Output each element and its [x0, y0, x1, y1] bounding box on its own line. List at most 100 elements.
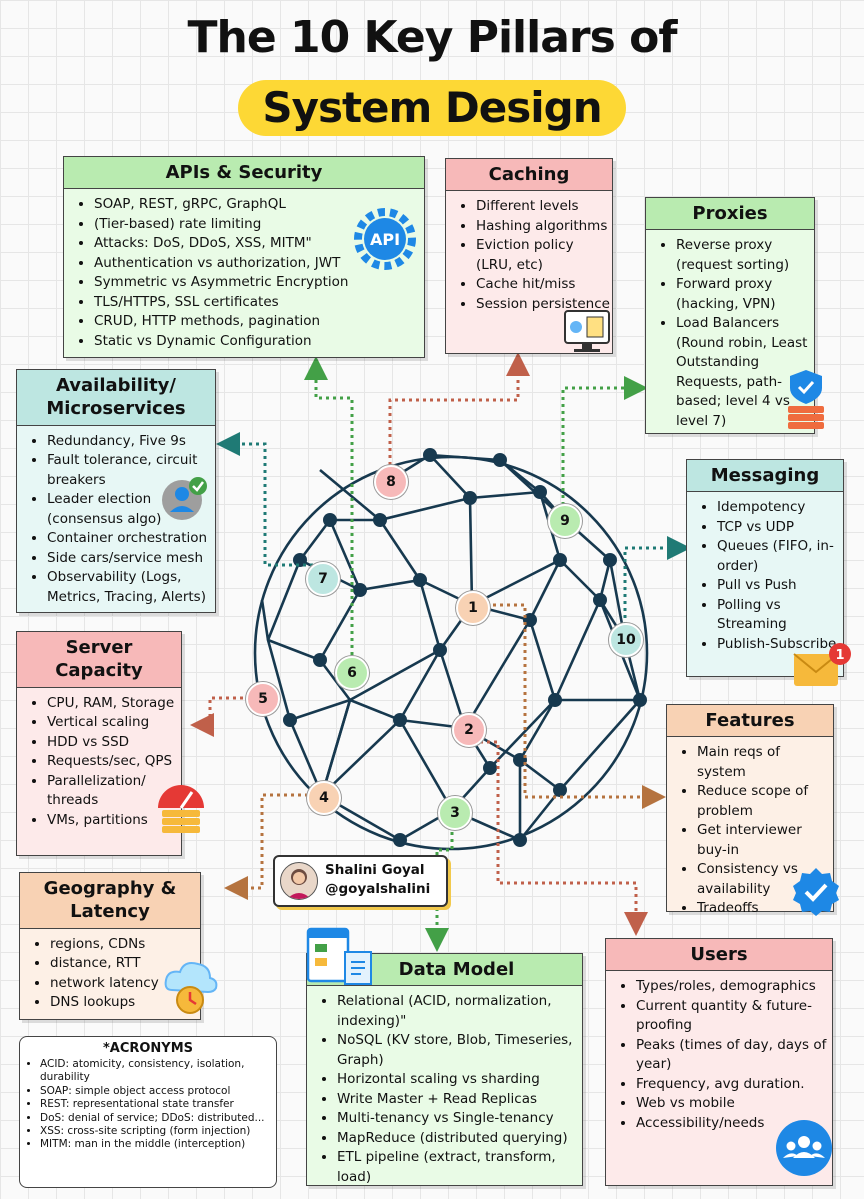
list-item: Peaks (times of day, days of year) — [636, 1036, 832, 1075]
list-item: SOAP: simple object access protocol — [40, 1085, 270, 1098]
list-item: Write Master + Read Replicas — [337, 1090, 582, 1110]
verified-badge-icon — [793, 868, 839, 916]
pillar-node-10: 10 — [609, 623, 643, 657]
acronyms-card: *ACRONYMS ACID: atomicity, consistency, … — [19, 1036, 277, 1188]
list-item: regions, CDNs — [50, 935, 200, 955]
author-badge[interactable]: Shalini Goyal @goyalshalini — [273, 855, 448, 907]
list-item: network latency — [50, 974, 200, 994]
list-item: (Tier-based) rate limiting — [94, 215, 424, 235]
list-item: Consistency vs availability — [697, 860, 833, 899]
acronyms-title: *ACRONYMS — [102, 1041, 194, 1056]
list-item: Parallelization/ threads — [47, 772, 181, 811]
messaging-list: Idempotency TCP vs UDP Queues (FIFO, in-… — [687, 498, 843, 654]
list-item: Get interviewer buy-in — [697, 821, 833, 860]
list-item: Publish-Subscribe — [717, 635, 843, 655]
list-item: Queues (FIFO, in-order) — [717, 537, 843, 576]
list-item: Container orchestration — [47, 529, 215, 549]
list-item: Reverse proxy (request sorting) — [676, 236, 814, 275]
list-item: Pull vs Push — [717, 576, 843, 596]
list-item: Fault tolerance, circuit breakers — [47, 451, 215, 490]
list-item: DoS: denial of service; DDoS: distribute… — [40, 1112, 270, 1125]
list-item: Reduce scope of problem — [697, 782, 833, 821]
list-item: Relational (ACID, normalization, indexin… — [337, 992, 582, 1031]
user-group-icon — [776, 1120, 832, 1176]
list-item: Accessibility/needs — [636, 1114, 832, 1134]
author-handle[interactable]: @goyalshalini — [325, 881, 431, 897]
geography-card: Geography & Latency regions, CDNs distan… — [19, 872, 201, 1020]
list-item: Session persistence — [476, 295, 612, 315]
pillar-node-3: 3 — [438, 796, 472, 830]
page-title-highlight: System Design — [238, 80, 626, 136]
pillar-node-2: 2 — [452, 713, 486, 747]
list-item: Polling vs Streaming — [717, 596, 843, 635]
features-title: Features — [667, 705, 833, 738]
list-item: Requests/sec, QPS — [47, 752, 181, 772]
list-item: Main reqs of system — [697, 743, 833, 782]
availability-title: Availability/ Microservices — [17, 370, 215, 426]
list-item: Different levels — [476, 197, 612, 217]
users-title: Users — [606, 939, 832, 972]
list-item: Authentication vs authorization, JWT — [94, 254, 424, 274]
list-item: Leader election (consensus algo) — [47, 490, 215, 529]
pillar-node-6: 6 — [335, 656, 369, 690]
list-item: Observability (Logs, Metrics, Tracing, A… — [47, 568, 215, 607]
list-item: HDD vs SSD — [47, 733, 181, 753]
pillar-node-9: 9 — [548, 504, 582, 538]
list-item: Idempotency — [717, 498, 843, 518]
cloud-timer-icon — [164, 962, 218, 1014]
list-item: XSS: cross-site scripting (form injectio… — [40, 1125, 270, 1138]
list-item: MapReduce (distributed querying) — [337, 1129, 582, 1149]
list-item: Side cars/service mesh — [47, 549, 215, 569]
proxies-list: Reverse proxy (request sorting) Forward … — [646, 236, 814, 431]
proxies-title: Proxies — [646, 198, 814, 231]
users-list: Types/roles, demographics Current quanti… — [606, 977, 832, 1133]
list-item: distance, RTT — [50, 954, 200, 974]
list-item: TLS/HTTPS, SSL certificates — [94, 293, 424, 313]
list-item: Web vs mobile — [636, 1094, 832, 1114]
list-item: Current quantity & future-proofing — [636, 997, 832, 1036]
pillar-node-4: 4 — [307, 781, 341, 815]
list-item: Tradeoffs — [697, 899, 833, 919]
geography-list: regions, CDNs distance, RTT network late… — [20, 935, 200, 1013]
pillar-node-7: 7 — [306, 562, 340, 596]
list-item: TCP vs UDP — [717, 518, 843, 538]
list-item: ACID: atomicity, consistency, isolation,… — [40, 1058, 270, 1085]
list-item: Static vs Dynamic Configuration — [94, 332, 424, 352]
list-item: DNS lookups — [50, 993, 200, 1013]
cache-monitor-icon — [564, 310, 610, 352]
api-icon-label: API — [370, 230, 400, 249]
server-capacity-card: Server Capacity CPU, RAM, Storage Vertic… — [16, 631, 182, 856]
list-item: Multi-tenancy vs Single-tenancy — [337, 1109, 582, 1129]
api-gear-icon: API — [354, 208, 416, 270]
list-item: REST: representational state transfer — [40, 1098, 270, 1111]
list-item: Forward proxy (hacking, VPN) — [676, 275, 814, 314]
caching-title: Caching — [446, 159, 612, 192]
list-item: MITM: man in the middle (interception) — [40, 1138, 270, 1151]
list-item: ETL pipeline (extract, transform, load) — [337, 1148, 582, 1187]
apis-security-title: APIs & Security — [64, 157, 424, 190]
server-capacity-title: Server Capacity — [17, 632, 181, 688]
features-list: Main reqs of system Reduce scope of prob… — [667, 743, 833, 919]
list-item: Frequency, avg duration. — [636, 1075, 832, 1095]
data-flow-icon — [306, 927, 372, 985]
list-item: Types/roles, demographics — [636, 977, 832, 997]
caching-list: Different levels Hashing algorithms Evic… — [446, 197, 612, 314]
server-shield-icon — [788, 370, 824, 429]
user-check-icon — [162, 477, 207, 520]
apis-security-list: SOAP, REST, gRPC, GraphQL (Tier-based) r… — [64, 195, 424, 351]
data-model-card: Data Model Relational (ACID, normalizati… — [306, 953, 583, 1186]
list-item: Symmetric vs Asymmetric Encryption — [94, 273, 424, 293]
list-item: Vertical scaling — [47, 713, 181, 733]
pillar-node-8: 8 — [374, 465, 408, 499]
envelope-icon: 1 — [793, 643, 851, 686]
list-item: CRUD, HTTP methods, pagination — [94, 312, 424, 332]
messaging-card: Messaging Idempotency TCP vs UDP Queues … — [686, 459, 844, 677]
list-item: Hashing algorithms — [476, 217, 612, 237]
list-item: VMs, partitions — [47, 811, 181, 831]
list-item: Eviction policy (LRU, etc) — [476, 236, 612, 275]
acronyms-list: ACID: atomicity, consistency, isolation,… — [26, 1058, 270, 1152]
list-item: NoSQL (KV store, Blob, Timeseries, Graph… — [337, 1031, 582, 1070]
notification-badge: 1 — [835, 648, 844, 663]
geography-title: Geography & Latency — [20, 873, 200, 929]
messaging-title: Messaging — [687, 460, 843, 493]
